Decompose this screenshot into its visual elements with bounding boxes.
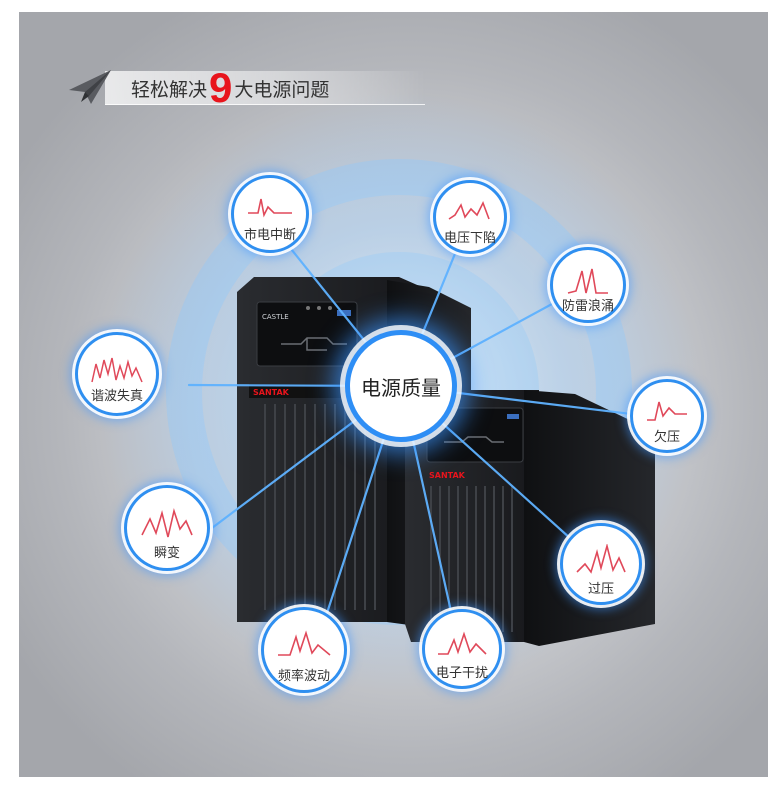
header-banner: 轻松解决 9 大电源问题 — [67, 64, 427, 112]
problem-label: 市电中断 — [243, 228, 296, 243]
ups-model-text: CASTLE — [262, 313, 289, 321]
ups-unit-small — [405, 390, 655, 646]
problem-label: 谐波失真 — [90, 389, 143, 404]
waveform-icon — [576, 544, 626, 574]
center-node: 电源质量 — [345, 330, 457, 442]
ups-brand-logo: SANTAK — [253, 388, 290, 397]
problem-node-harmonic-distortion: 谐波失真 — [75, 332, 159, 416]
problem-label: 欠压 — [653, 430, 680, 445]
header-title-number: 9 — [209, 64, 233, 111]
problem-node-undervoltage: 欠压 — [630, 379, 704, 453]
header-title-suffix: 大电源问题 — [234, 78, 330, 101]
waveform-icon — [91, 357, 143, 383]
problem-label: 瞬变 — [153, 546, 180, 561]
ups-brand-logo-small: SANTAK — [429, 471, 466, 480]
waveform-icon — [448, 201, 490, 220]
problem-node-power-outage: 市电中断 — [231, 175, 309, 253]
waveform-icon — [567, 268, 608, 294]
waveform-icon — [647, 402, 687, 422]
problem-label: 电子干扰 — [435, 666, 488, 681]
problem-node-transient: 瞬变 — [124, 485, 210, 571]
infographic-canvas: CASTLE SANTAK SANTAK — [19, 12, 768, 777]
paper-plane-icon — [69, 70, 111, 104]
problem-node-voltage-sag: 电压下陷 — [433, 180, 507, 254]
header-title-prefix: 轻松解决 — [131, 78, 208, 101]
waveform-icon — [278, 630, 331, 656]
display-panel — [256, 301, 358, 367]
problem-node-electronic-interference: 电子干扰 — [422, 609, 502, 689]
header-title: 轻松解决 9 大电源问题 — [131, 64, 330, 111]
header-bar — [105, 71, 425, 105]
waveform-icon — [248, 199, 292, 218]
problem-node-surge: 防雷浪涌 — [550, 247, 626, 323]
problem-node-overvoltage: 过压 — [560, 523, 642, 605]
problem-node-frequency-fluctuation: 频率波动 — [261, 607, 347, 693]
waveform-icon — [438, 631, 487, 655]
problem-label: 频率波动 — [277, 669, 330, 684]
center-label: 电源质量 — [361, 375, 441, 400]
problem-label: 电压下陷 — [443, 231, 496, 246]
problem-label: 防雷浪涌 — [561, 299, 614, 314]
problem-label: 过压 — [587, 582, 614, 597]
waveform-icon — [141, 508, 193, 538]
